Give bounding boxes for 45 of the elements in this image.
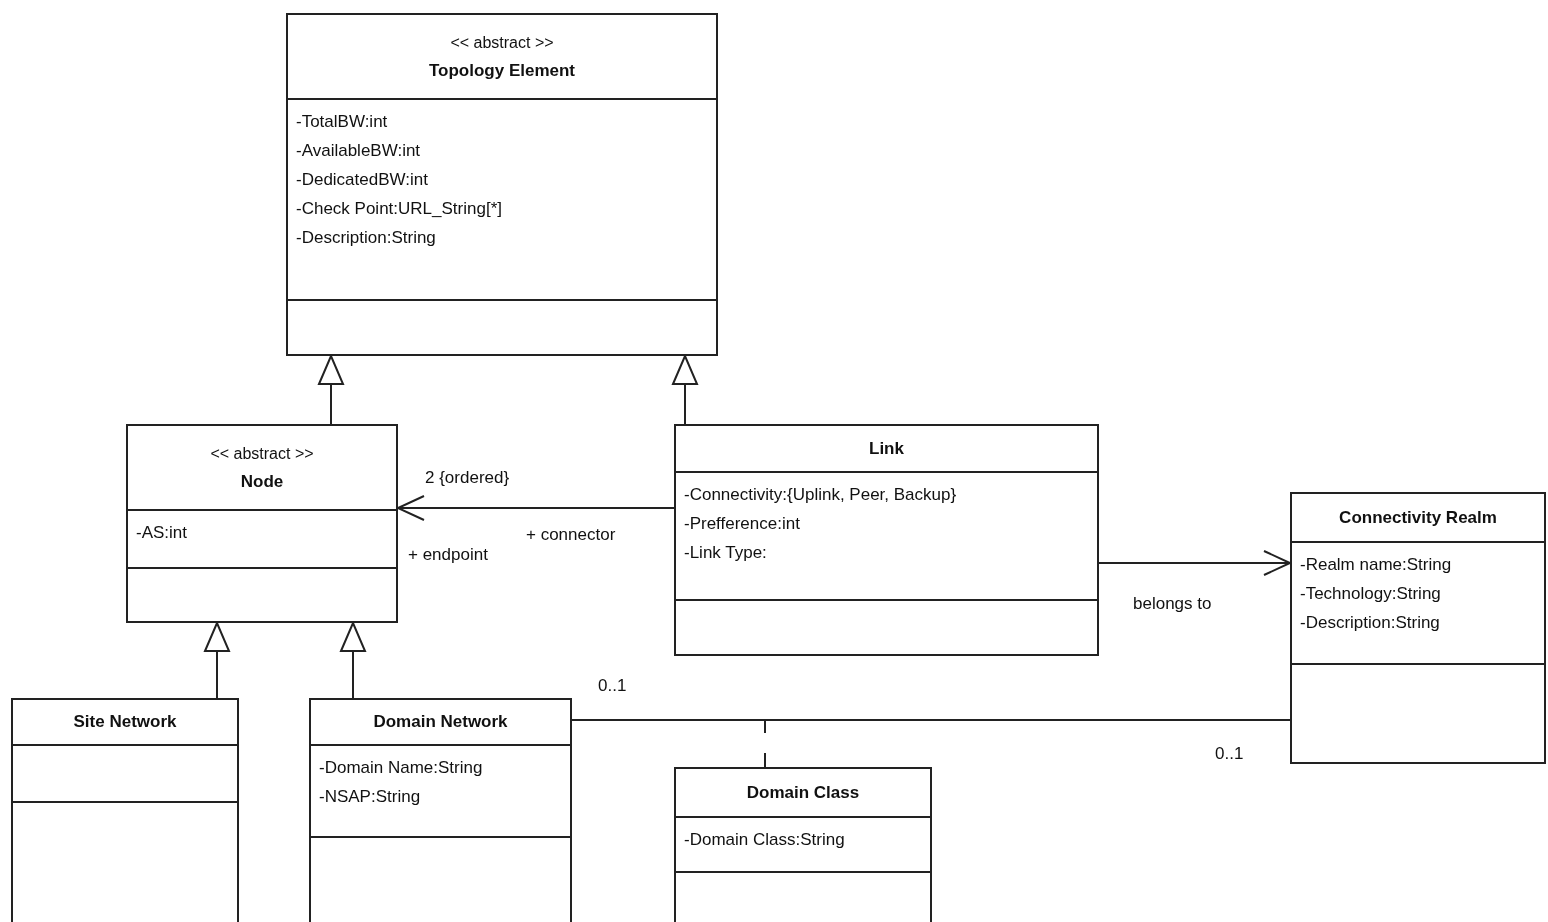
role-label: + connector xyxy=(526,525,616,545)
attribute-text: -Prefference:int xyxy=(683,513,800,535)
class-name: Site Network xyxy=(73,711,177,733)
attribute-text: -AvailableBW:int xyxy=(295,140,421,162)
stereotype-label: << abstract >> xyxy=(450,32,554,53)
class-name: Link xyxy=(869,437,904,460)
association-arrow xyxy=(397,495,675,521)
generalization-arrow xyxy=(672,355,698,425)
class-name: Domain Class xyxy=(746,781,860,804)
attribute-text: -Technology:String xyxy=(1299,583,1441,605)
stereotype-label: << abstract >> xyxy=(210,443,314,464)
generalization-arrow xyxy=(204,622,230,699)
attribute-text: -Description:String xyxy=(1299,612,1440,634)
class-box xyxy=(674,424,1099,656)
association-line xyxy=(571,719,1291,721)
class-box xyxy=(309,698,572,922)
multiplicity-label: 0..1 xyxy=(598,676,627,696)
class-name: Node xyxy=(240,470,284,493)
attribute-text: -Connectivity:{Uplink, Peer, Backup} xyxy=(683,484,957,506)
generalization-arrow xyxy=(318,355,344,425)
class-box xyxy=(126,424,398,623)
edge-label: belongs to xyxy=(1133,594,1212,614)
generalization-arrow xyxy=(340,622,366,699)
attribute-text: -NSAP:String xyxy=(318,786,421,808)
class-name: Topology Element xyxy=(428,59,576,82)
attribute-text: -Domain Name:String xyxy=(318,757,483,779)
class-box xyxy=(1290,492,1546,764)
attribute-text: -Domain Class:String xyxy=(683,829,845,851)
class-box xyxy=(11,698,239,922)
association-arrow xyxy=(1098,550,1291,576)
role-label: + endpoint xyxy=(408,545,488,565)
multiplicity-label: 2 {ordered} xyxy=(425,468,510,488)
attribute-text: -Link Type: xyxy=(683,542,767,564)
class-name: Domain Network xyxy=(373,711,508,733)
attribute-text: -TotalBW:int xyxy=(295,111,388,133)
attribute-text: -Check Point:URL_String[*] xyxy=(295,198,502,220)
attribute-text: -Realm name:String xyxy=(1299,554,1452,576)
dashed-line xyxy=(764,719,766,768)
multiplicity-label: 0..1 xyxy=(1215,744,1244,764)
attribute-text: -Description:String xyxy=(295,227,436,249)
class-box xyxy=(674,767,932,922)
attribute-text: -DedicatedBW:int xyxy=(295,169,428,191)
class-name: Connectivity Realm xyxy=(1339,506,1497,529)
attribute-text: -AS:int xyxy=(135,522,188,544)
class-box xyxy=(286,13,718,356)
